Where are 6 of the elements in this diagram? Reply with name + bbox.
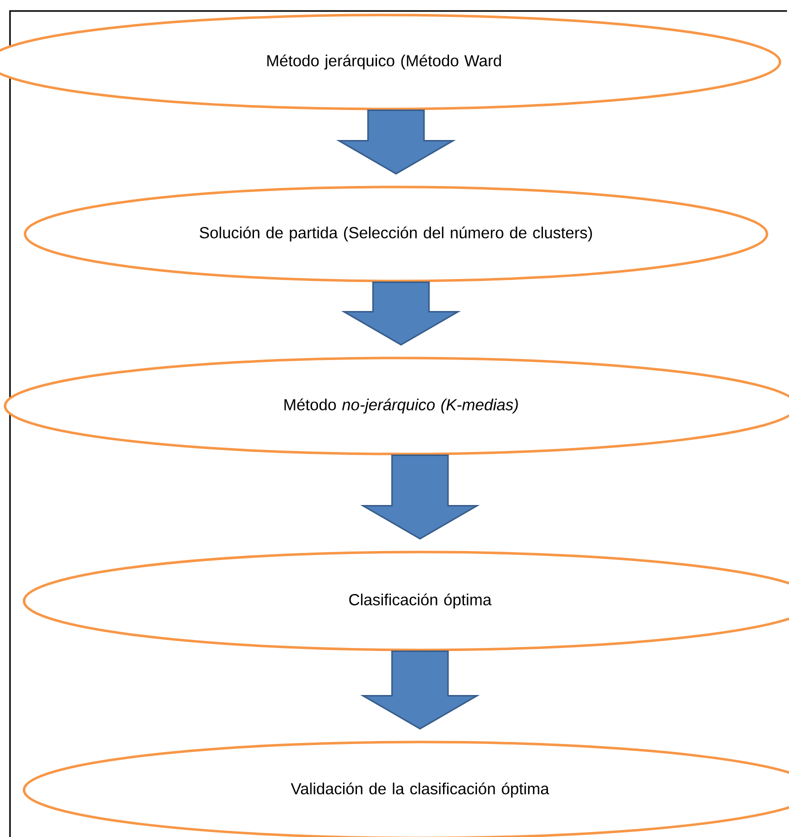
block-arrow [341,282,461,346]
node-label: Método jerárquico (Método Ward [267,54,501,70]
block-arrow [360,454,480,540]
block-arrow [336,109,456,175]
node-label: Método no-jerárquico (K-medias) [284,398,518,414]
block-arrow [360,650,480,730]
